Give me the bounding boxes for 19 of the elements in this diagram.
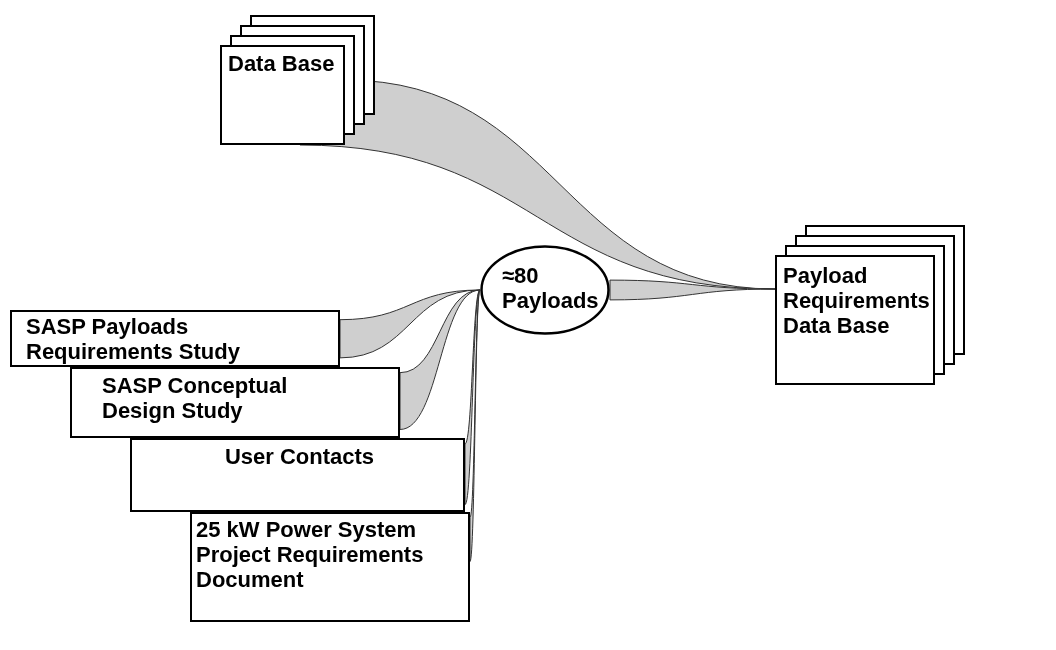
node-text: ≈80 Payloads <box>502 263 597 313</box>
document-stack <box>220 15 375 145</box>
node-text: SASP Payloads Requirements Study <box>26 314 241 364</box>
node-text: User Contacts <box>223 444 376 469</box>
node-text: SASP Conceptual Design Study <box>102 373 289 423</box>
source-box <box>190 512 470 622</box>
node-text: Data Base <box>228 51 336 76</box>
source-box <box>70 367 400 438</box>
funnel-connector <box>609 279 776 301</box>
funnel-connector <box>399 289 481 430</box>
source-box <box>130 438 465 512</box>
funnel-connector <box>464 289 481 506</box>
funnel-connector <box>339 289 481 359</box>
funnel-connector <box>469 289 481 562</box>
node-text: Payload Requirements Data Base <box>783 263 931 338</box>
source-box <box>10 310 340 367</box>
document-stack <box>775 225 965 385</box>
ellipse-node <box>480 245 610 335</box>
node-text: 25 kW Power System Project Requirements Document <box>196 517 425 592</box>
